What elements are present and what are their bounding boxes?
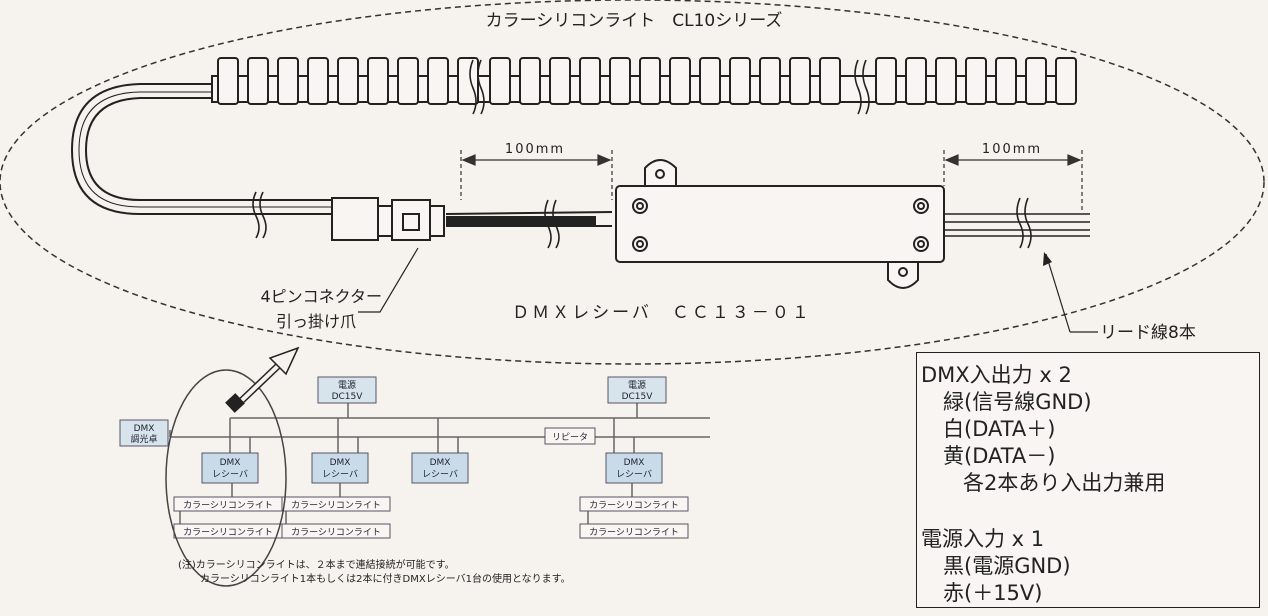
spec-black: 黒(電源GND) <box>943 554 1071 578</box>
led-bump <box>489 57 511 105</box>
spec-green: 緑(信号線GND) <box>943 390 1092 414</box>
wiring-diagram: DMX 調光卓 電源 DC15V 電源 DC15V DMX レシーバ DMX レ… <box>119 346 710 587</box>
highlight-oval <box>165 369 287 587</box>
dashed-outline <box>0 0 1265 365</box>
spec-white: 白(DATA＋) <box>943 417 1056 441</box>
dmx-receiver-box <box>615 159 945 289</box>
led-bump <box>905 57 927 105</box>
connector <box>331 197 613 241</box>
connector-label-line1: 4ピンコネクター <box>260 287 382 306</box>
connector-leader <box>358 247 419 313</box>
led-bump <box>965 57 987 105</box>
led-bump <box>639 57 661 105</box>
led-bump <box>307 57 329 105</box>
dimension-left-label: 100mm <box>505 142 565 157</box>
led-bump <box>427 57 449 105</box>
led-bump <box>367 57 389 105</box>
led-bump <box>699 57 721 105</box>
spec-yellow: 黄(DATA－) <box>943 444 1056 468</box>
led-bump <box>247 57 269 105</box>
power-voltage-2: DC15V <box>622 392 654 402</box>
light-box-3: カラーシリコンライト <box>183 527 273 538</box>
dimension-right <box>943 150 1083 210</box>
spec-note: 各2本あり入出力兼用 <box>963 471 1166 495</box>
power-label-2: 電源 <box>628 380 646 391</box>
led-bump <box>1055 57 1077 105</box>
led-bump <box>277 57 299 105</box>
led-bump <box>549 57 571 105</box>
led-strip <box>211 57 1077 115</box>
dmx-console-label-2: 調光卓 <box>130 433 157 445</box>
led-bump <box>669 57 691 105</box>
receiver-2-label: DMX <box>330 458 351 468</box>
spec-power-in: 電源入力 x 1 <box>921 527 1045 551</box>
receiver-3-sub: レシーバ <box>422 469 458 480</box>
led-bump <box>1025 57 1047 105</box>
wire-bundle <box>446 216 596 226</box>
led-bump <box>759 57 781 105</box>
led-bump <box>397 57 419 105</box>
cable-loop <box>70 83 332 215</box>
led-bump <box>579 57 601 105</box>
lead-wire-label: リード線8本 <box>1100 323 1196 343</box>
led-bump <box>337 57 359 105</box>
connector-label-line2: 引っ掛け爪 <box>276 312 356 331</box>
spec-red: 赤(＋15V) <box>943 581 1043 605</box>
receiver-2-sub: レシーバ <box>322 469 358 480</box>
wiring-note-2: カラーシリコンライト1本もしくは2本に付きDMXレシーバ1台の使用となります。 <box>200 572 571 585</box>
lead-leader <box>1045 253 1071 333</box>
led-bump <box>609 57 631 105</box>
led-bump <box>819 57 841 105</box>
lead-wires <box>944 197 1090 249</box>
light-box-4: カラーシリコンライト <box>291 527 381 538</box>
product-title: カラーシリコンライト CL10シリーズ <box>486 11 783 31</box>
spec-box: DMX入出力 x 2 緑(信号線GND) 白(DATA＋) 黄(DATA－) 各… <box>916 352 1260 608</box>
receiver-4-sub: レシーバ <box>616 469 652 480</box>
repeater-label: リピータ <box>552 432 588 443</box>
led-bump <box>789 57 811 105</box>
led-bump <box>729 57 751 105</box>
dimension-left <box>460 150 613 200</box>
receiver-model-label: ＤＭＸレシーバ ＣＣ１３－０１ <box>512 303 812 323</box>
wiring-note-1: (注)カラーシリコンライトは、２本まで連結接続が可能です。 <box>178 558 455 571</box>
dmx-console-label-1: DMX <box>134 424 155 434</box>
light-box-5: カラーシリコンライト <box>589 500 679 511</box>
receiver-1-sub: レシーバ <box>212 469 248 480</box>
light-box-1: カラーシリコンライト <box>183 500 273 511</box>
led-bump <box>995 57 1017 105</box>
zoom-arrow-icon <box>225 346 300 413</box>
dimension-right-label: 100mm <box>982 142 1042 157</box>
receiver-1-label: DMX <box>220 458 241 468</box>
receiver-4-label: DMX <box>624 458 645 468</box>
light-box-6: カラーシリコンライト <box>589 527 679 538</box>
light-box-2: カラーシリコンライト <box>291 500 381 511</box>
led-bump <box>519 57 541 105</box>
power-label-1: 電源 <box>338 380 356 391</box>
led-bump <box>935 57 957 105</box>
spec-dmx-io: DMX入出力 x 2 <box>921 363 1072 387</box>
led-bump <box>875 57 897 105</box>
led-bump <box>217 57 239 105</box>
receiver-3-label: DMX <box>430 458 451 468</box>
power-voltage-1: DC15V <box>332 392 364 402</box>
